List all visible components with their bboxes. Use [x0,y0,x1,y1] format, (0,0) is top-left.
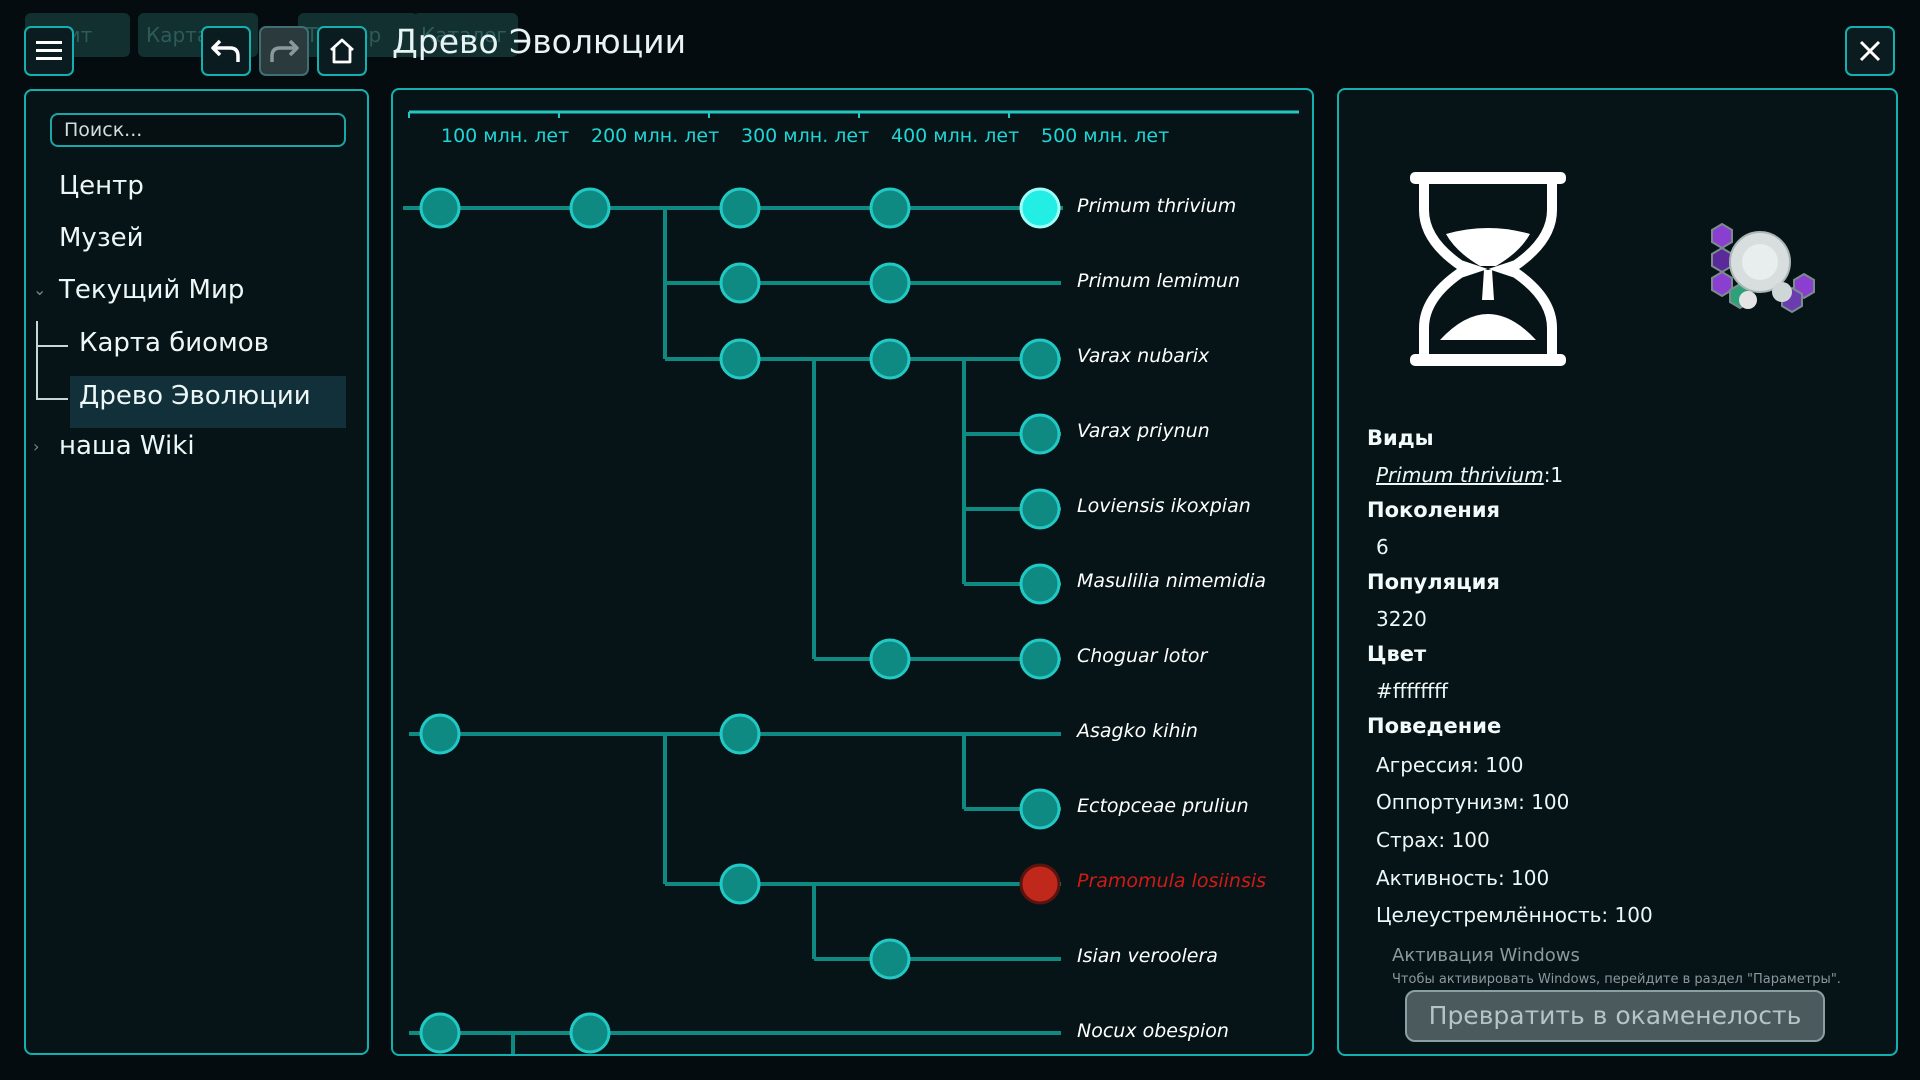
species-label[interactable]: Masulilia nimemidia [1077,570,1267,592]
redo-arrow-icon [270,39,299,62]
close-icon [1859,40,1881,62]
species-label[interactable]: Choguar lotor [1077,645,1208,667]
windows-activation-text: Чтобы активировать Windows, перейдите в … [1392,972,1841,987]
evolution-tree-panel: 100 млн. лет 200 млн. лет 300 млн. лет 4… [391,88,1314,1056]
species-label[interactable]: Varax priynun [1077,420,1210,442]
navigation-panel: Центр Музей ⌄ Текущий Мир Карта биомов Д… [24,89,369,1055]
behavior-opportunism: Оппортунизм: 100 [1376,790,1570,814]
generations-header: Поколения [1367,498,1501,522]
species-label[interactable]: Primum thrivium [1077,195,1237,217]
species-header: Виды [1367,426,1434,450]
undo-button[interactable] [201,26,251,76]
timeline-label: 200 млн. лет [591,125,720,147]
population-header: Популяция [1367,570,1500,594]
behavior-activity: Активность: 100 [1376,866,1550,890]
hamburger-menu-icon [36,41,62,60]
behavior-aggression: Агрессия: 100 [1376,753,1524,777]
species-label-extinct[interactable]: Pramomula losiinsis [1077,870,1267,892]
search-input[interactable] [50,113,346,147]
sidebar-item-biome-map[interactable]: Карта биомов [79,328,269,358]
timeline-label: 500 млн. лет [1041,125,1170,147]
sidebar-item-current-world[interactable]: Текущий Мир [59,275,245,305]
selected-item-highlight [70,376,346,428]
color-value: #ffffffff [1376,679,1448,703]
species-link[interactable]: Primum thrivium [1376,463,1544,487]
tree-guide-line [36,345,68,347]
windows-activation-title: Активация Windows [1392,945,1580,966]
species-label[interactable]: Nocux obespion [1077,1020,1229,1042]
species-label[interactable]: Ectopceae pruliun [1077,795,1249,817]
species-details-panel [1337,88,1898,1056]
species-count: :1 [1543,463,1564,487]
behavior-header: Поведение [1367,714,1502,738]
close-button[interactable] [1845,26,1895,76]
sidebar-item-wiki[interactable]: наша Wiki [59,431,195,461]
timeline-label: 400 млн. лет [891,125,1020,147]
generations-value: 6 [1376,535,1389,559]
tree-guide-line [36,321,38,399]
behavior-determination: Целеустремлённость: 100 [1376,903,1653,927]
tree-node-extinct [1019,863,1061,905]
population-value: 3220 [1376,607,1427,631]
timeline-label: 100 млн. лет [441,125,570,147]
species-label[interactable]: Isian veroolera [1077,945,1218,967]
tree-branches [403,206,1063,1054]
species-value: Primum thrivium:1 [1376,463,1563,487]
timeline-label: 300 млн. лет [741,125,870,147]
color-header: Цвет [1367,642,1427,666]
tree-guide-line [36,398,68,400]
background-tab: Каталог [413,13,518,57]
species-label[interactable]: Loviensis ikoxpian [1077,495,1251,517]
species-label[interactable]: Varax nubarix [1077,345,1210,367]
tree-node [419,187,1061,1054]
chevron-down-icon[interactable]: ⌄ [33,280,47,299]
species-label[interactable]: Asagko kihin [1077,720,1198,742]
sidebar-item-evolution-tree[interactable]: Древо Эволюции [79,381,311,411]
sidebar-item-center[interactable]: Центр [59,171,144,201]
home-icon [330,38,354,64]
home-button[interactable] [317,26,367,76]
hourglass-icon [1410,172,1566,366]
redo-button[interactable] [259,26,309,76]
evolution-tree-graph [403,110,1299,1054]
chevron-right-icon[interactable]: › [33,437,40,456]
creature-portrait-icon [1711,222,1815,314]
undo-arrow-icon [211,39,240,62]
species-label[interactable]: Primum lemimun [1077,270,1240,292]
tree-node-selected [1019,187,1061,229]
fossilize-button[interactable]: Превратить в окаменелость [1405,990,1825,1042]
tree-nodes [419,187,1061,1054]
sidebar-item-museum[interactable]: Музей [59,223,144,253]
page-title: Древо Эволюции [392,22,687,61]
behavior-fear: Страх: 100 [1376,828,1490,852]
menu-button[interactable] [24,26,74,76]
